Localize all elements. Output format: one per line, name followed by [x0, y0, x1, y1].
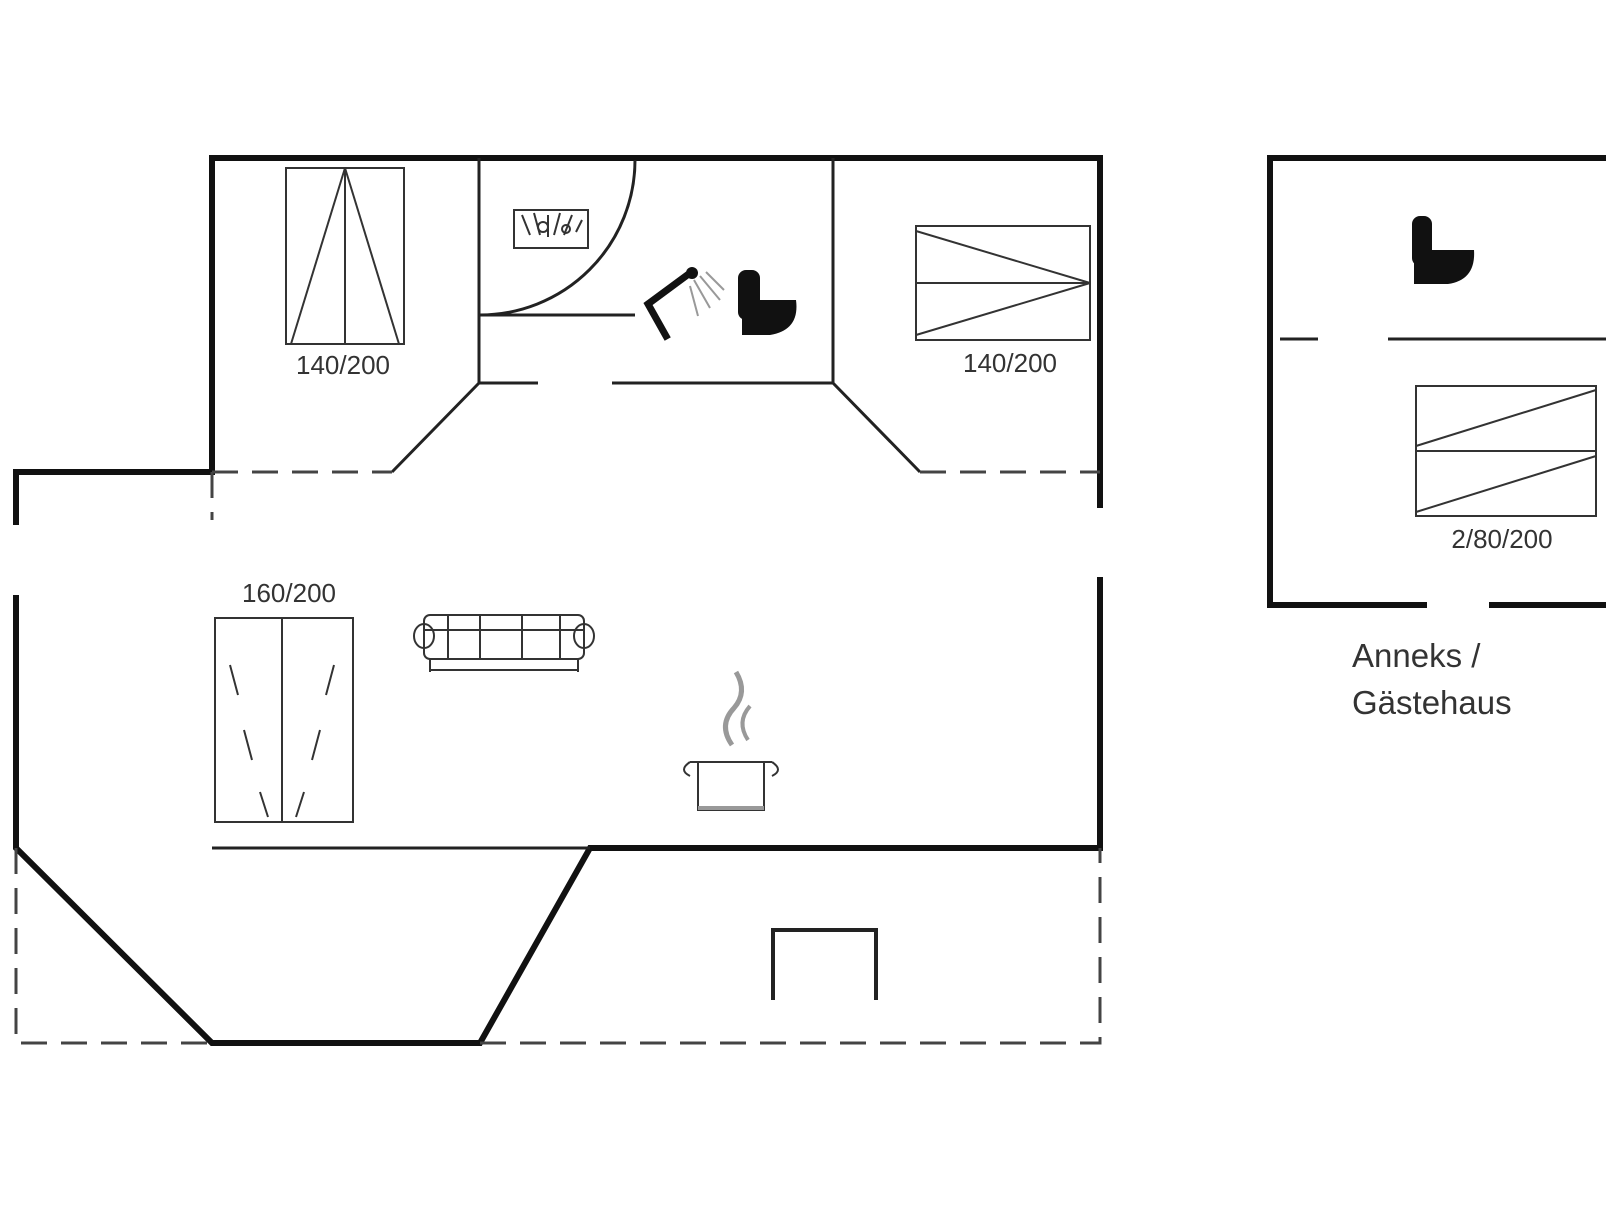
cooking-pot-icon: [683, 670, 779, 811]
bed-top-right: 140/200: [915, 225, 1091, 378]
bed-size-label-annex: 2/80/200: [1451, 524, 1552, 554]
annex-title-line1: Anneks /: [1352, 637, 1481, 674]
bathtub-icon: [513, 209, 589, 249]
sofa-icon: [413, 614, 595, 672]
toilet-icon-annex: [1412, 216, 1475, 284]
interior-walls: [390, 158, 922, 474]
bed-size-label-right: 140/200: [963, 348, 1057, 378]
annex-title-line2: Gästehaus: [1352, 684, 1512, 721]
bed-size-label-living: 160/200: [242, 578, 336, 608]
annex-walls: [1267, 155, 1606, 608]
bed-size-label-left: 140/200: [296, 350, 390, 380]
bathroom-door-swing: [479, 159, 637, 317]
bed-annex: 2/80/200: [1415, 385, 1597, 554]
main-house-walls: [13, 155, 1103, 1046]
annex-title: Anneks / Gästehaus: [1352, 637, 1512, 721]
shower-icon: [643, 267, 725, 341]
toilet-icon: [738, 270, 797, 335]
bed-top-left: 140/200: [285, 167, 405, 380]
fireplace-icon: [771, 928, 878, 1000]
bed-living: 160/200: [214, 578, 354, 823]
open-partitions: [14, 470, 1102, 1045]
